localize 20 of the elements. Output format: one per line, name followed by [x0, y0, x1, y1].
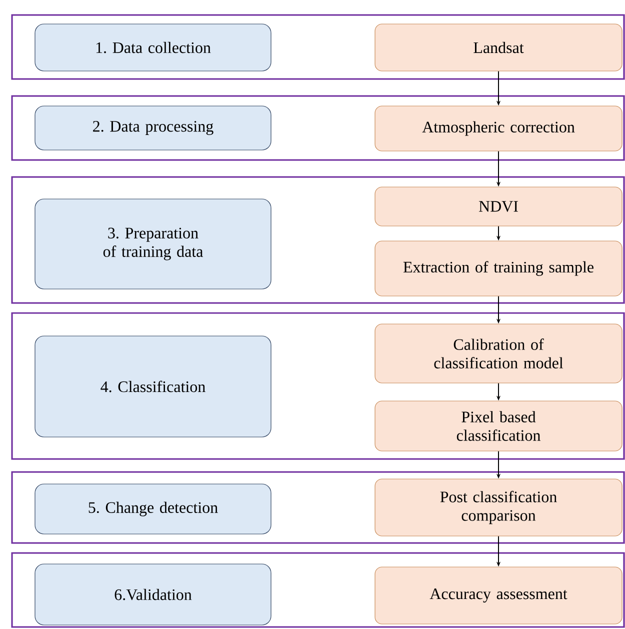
stage-box: 2. Data processing: [34, 106, 272, 150]
stage-band: [11, 552, 625, 628]
stage-band: [11, 312, 625, 460]
step-box: Accuracy assessment: [374, 566, 622, 624]
stage-box: 6.Validation: [34, 564, 272, 626]
step-box: Landsat: [374, 24, 622, 72]
stage-box: 4. Classification: [34, 336, 272, 438]
stage-band: [11, 14, 625, 80]
stage-band: [11, 471, 625, 544]
step-box: Post classification comparison: [374, 478, 622, 536]
step-box: Atmospheric correction: [374, 106, 622, 152]
stage-box: 1. Data collection: [34, 24, 272, 72]
step-box: Calibration of classification model: [374, 324, 622, 384]
step-box: Extraction of training sample: [374, 240, 622, 296]
stage-box: 3. Preparation of training data: [34, 198, 272, 290]
step-box: Pixel based classification: [374, 400, 622, 452]
stage-band: [11, 176, 625, 304]
stage-box: 5. Change detection: [34, 484, 272, 534]
step-box: NDVI: [374, 186, 622, 226]
stage-band: [11, 95, 625, 161]
